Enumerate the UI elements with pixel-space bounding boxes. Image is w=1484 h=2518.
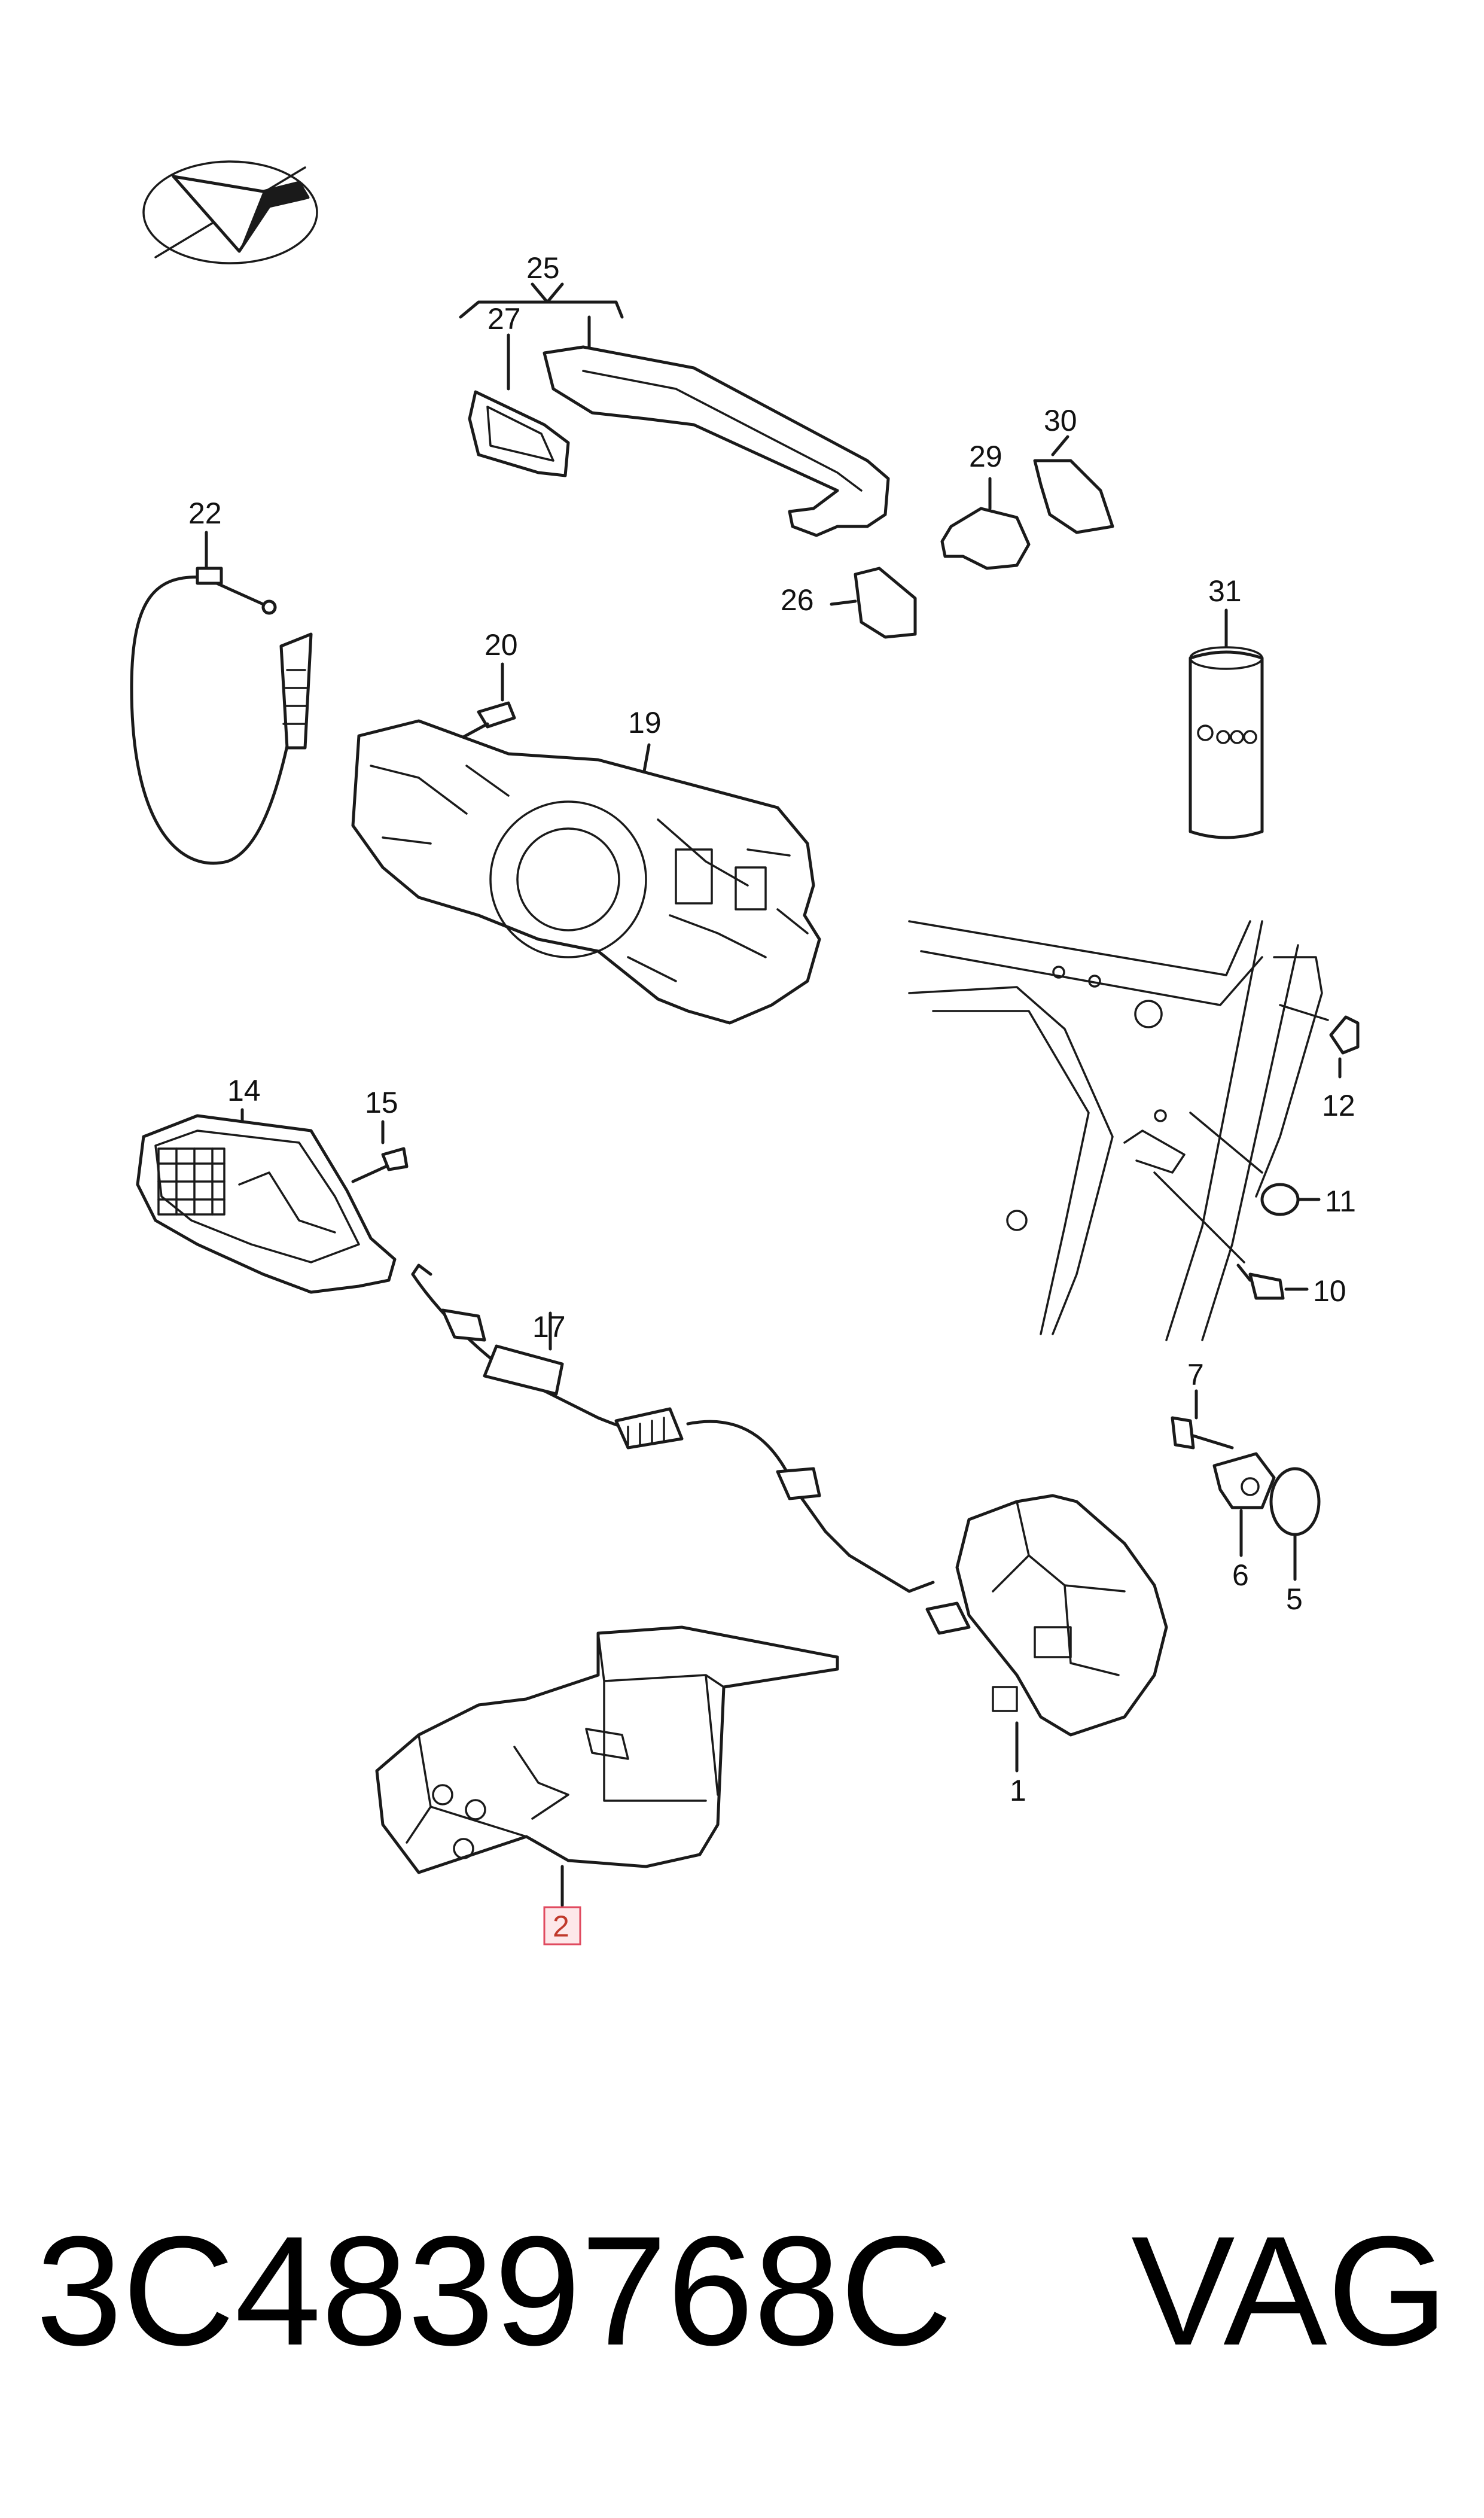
callout-31: 31 xyxy=(1208,574,1242,608)
callout-10: 10 xyxy=(1313,1274,1346,1308)
callout-7: 7 xyxy=(1187,1358,1204,1392)
callout-25: 25 xyxy=(526,251,560,285)
grease-can xyxy=(1189,608,1264,839)
callout-22: 22 xyxy=(188,497,222,530)
orientation-compass-icon xyxy=(142,160,318,264)
brand-label: VAG xyxy=(1131,2205,1448,2378)
plug-12 xyxy=(1329,1015,1360,1079)
callout-26: 26 xyxy=(781,583,814,617)
callout-11: 11 xyxy=(1325,1185,1356,1218)
callout-12: 12 xyxy=(1322,1089,1355,1122)
part-number-label: 3C4839768C xyxy=(36,2205,953,2378)
callout-29: 29 xyxy=(969,440,1002,473)
door-handle-seal xyxy=(468,390,570,477)
callout-14: 14 xyxy=(227,1074,261,1107)
cover-5 xyxy=(1269,1467,1321,1581)
callout-1: 1 xyxy=(1010,1774,1026,1807)
screw-20 xyxy=(453,662,516,744)
inner-release-cable xyxy=(411,1263,935,1593)
callout-2-highlight xyxy=(543,1906,581,1945)
door-lock-mechanism xyxy=(925,1494,1168,1773)
callout-2: 2 xyxy=(553,1910,569,1943)
bowden-cable-upper xyxy=(130,531,313,865)
door-body-outline xyxy=(908,920,1329,1341)
bolt-7 xyxy=(1171,1389,1234,1450)
callout-6: 6 xyxy=(1232,1558,1249,1592)
screw-10 xyxy=(1236,1263,1309,1300)
callout-19: 19 xyxy=(628,706,662,739)
handle-gasket xyxy=(854,567,917,639)
lock-cylinder-parts xyxy=(830,435,1114,639)
outer-handle-group xyxy=(459,282,890,537)
handle-carrier xyxy=(351,719,821,1025)
callout-17: 17 xyxy=(532,1310,566,1344)
callout-5: 5 xyxy=(1286,1582,1303,1616)
callout-27: 27 xyxy=(487,302,521,336)
callout-15: 15 xyxy=(365,1086,398,1119)
outer-door-handle xyxy=(543,345,890,537)
screw-15 xyxy=(351,1120,409,1183)
lock-cylinder-cap xyxy=(940,507,1031,570)
handle-end-cap xyxy=(1033,459,1114,534)
inner-door-handle xyxy=(136,1108,397,1294)
plug-11 xyxy=(1260,1183,1321,1216)
lock-cover-bracket xyxy=(375,1625,839,1907)
striker-plate-6 xyxy=(1212,1452,1276,1557)
callout-30: 30 xyxy=(1044,404,1077,437)
callout-20: 20 xyxy=(484,628,518,662)
